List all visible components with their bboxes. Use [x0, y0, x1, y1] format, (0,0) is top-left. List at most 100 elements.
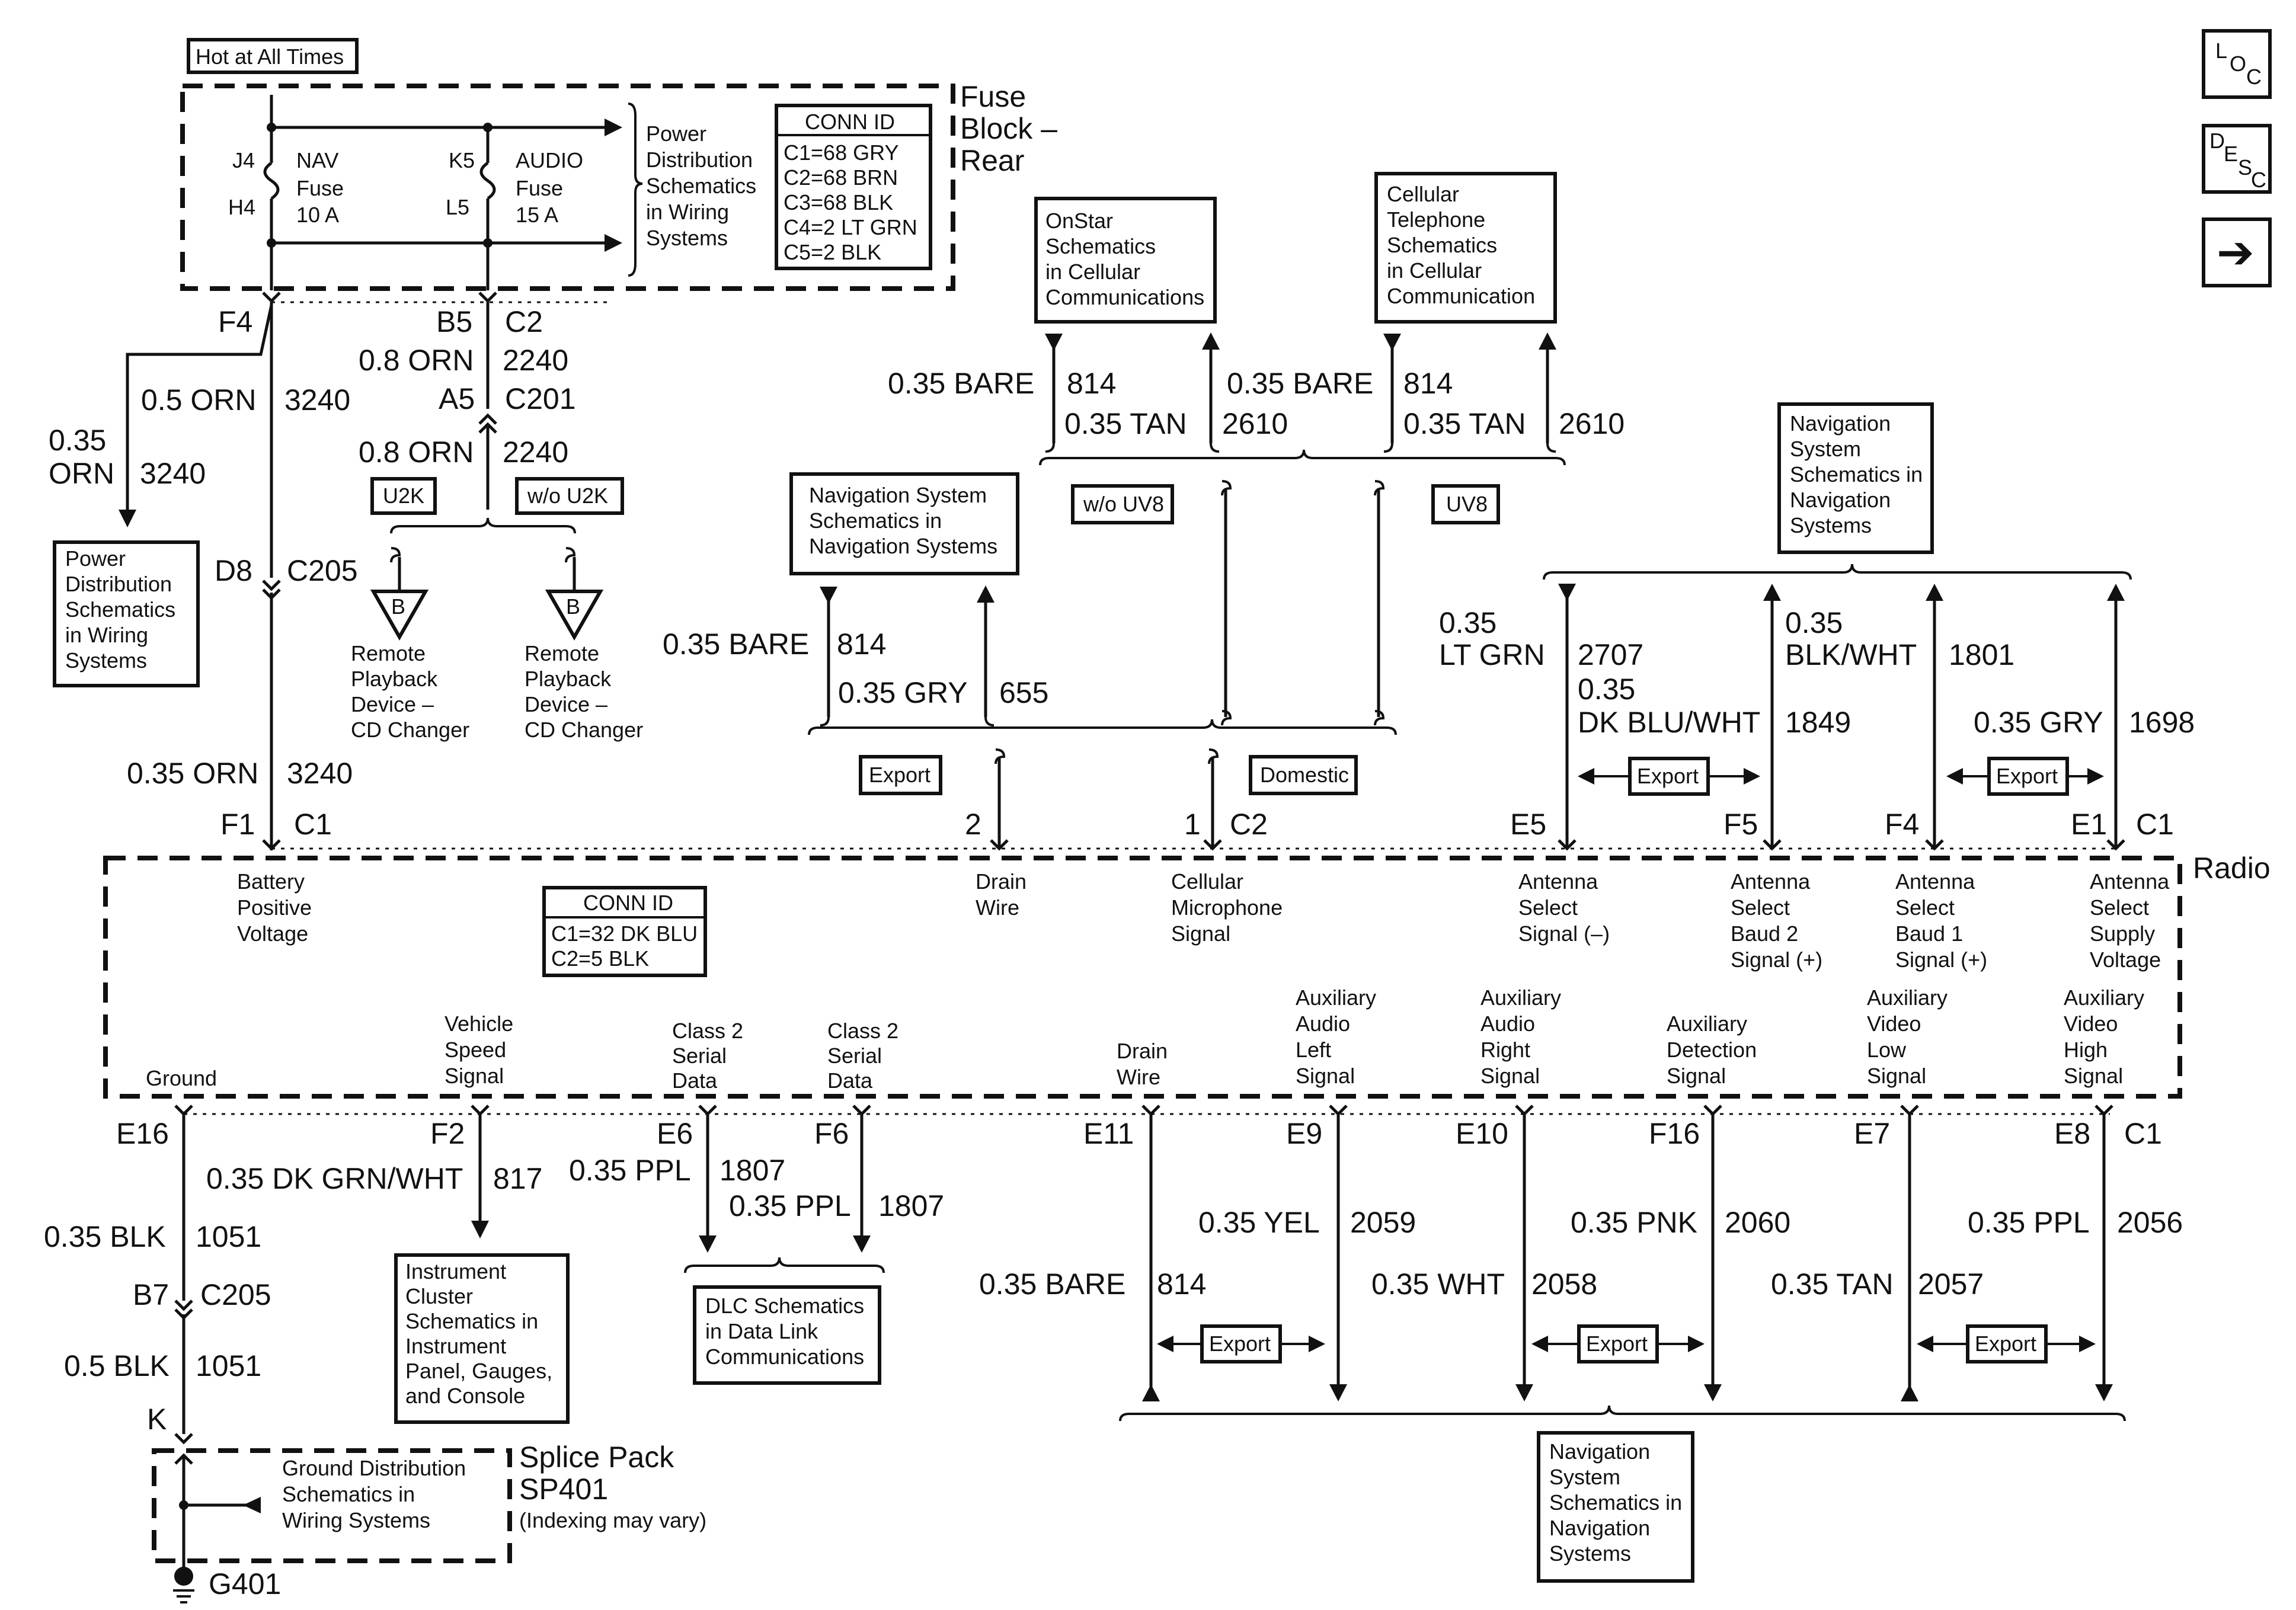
- radio-vss-label: Vehicle Speed Signal: [445, 1012, 513, 1088]
- ground-circuit-1051-a: 1051: [196, 1220, 261, 1253]
- svg-text:in Wiring: in Wiring: [65, 623, 148, 647]
- svg-text:Video: Video: [2064, 1012, 2118, 1036]
- instrument-cluster-ref-box[interactable]: [394, 1253, 570, 1424]
- svg-text:Signal: Signal: [1296, 1064, 1355, 1088]
- uv8-drop-wires: [1221, 480, 1385, 726]
- radio-aux-right-label: Auxiliary Audio Right Signal: [1480, 985, 1561, 1088]
- svg-text:in Data Link: in Data Link: [705, 1319, 818, 1343]
- svg-text:Antenna: Antenna: [1518, 869, 1598, 894]
- loc-button[interactable]: L O C: [2202, 29, 2272, 99]
- export-double-arrow-aux-b: Export: [1531, 1324, 1705, 1363]
- nav-system-right-ref-box[interactable]: [1777, 402, 1934, 554]
- ground-wire-1051: [174, 1105, 193, 1445]
- branch-gauge-2: ORN: [49, 457, 114, 490]
- svg-text:Schematics in: Schematics in: [1790, 462, 1923, 486]
- svg-text:System: System: [1790, 437, 1861, 461]
- cellular-circuit-2610: 2610: [1559, 407, 1625, 440]
- radio-battery-label: Battery Positive Voltage: [237, 869, 312, 946]
- svg-text:Select: Select: [1518, 895, 1578, 920]
- svg-text:Navigation: Navigation: [1549, 1439, 1650, 1464]
- radio-ground-label: Ground: [146, 1066, 217, 1090]
- connector-f4-mark: [262, 292, 281, 303]
- svg-text:Cellular: Cellular: [1171, 869, 1243, 894]
- circuit-1801: 1801: [1949, 638, 2014, 671]
- splice-pack-note: (Indexing may vary): [519, 1508, 706, 1532]
- dlc-ref-box[interactable]: [693, 1285, 881, 1385]
- svg-text:Export: Export: [1996, 764, 2058, 788]
- pin-e7: E7: [1854, 1117, 1890, 1150]
- power-distribution-ref-box[interactable]: [53, 540, 200, 687]
- svg-text:Telephone: Telephone: [1387, 207, 1485, 232]
- nav-system-bottom-ref-box[interactable]: [1537, 1431, 1694, 1583]
- next-page-button[interactable]: ➔: [2202, 217, 2272, 287]
- svg-text:Block –: Block –: [960, 112, 1057, 145]
- svg-text:Export: Export: [1637, 764, 1699, 788]
- svg-text:in Cellular: in Cellular: [1387, 258, 1482, 283]
- radio-class2-b-label: Class 2 Serial Data: [827, 1019, 898, 1093]
- radio-label: Radio: [2193, 852, 2271, 885]
- hot-at-all-times-box: [187, 38, 359, 74]
- svg-text:Auxiliary: Auxiliary: [1480, 985, 1561, 1010]
- pin-f16: F16: [1649, 1117, 1700, 1150]
- svg-text:Class 2: Class 2: [827, 1019, 898, 1043]
- svg-text:C: C: [2246, 65, 2262, 89]
- nav-system-mid-ref-box[interactable]: [789, 472, 1019, 575]
- pin-d8: D8: [215, 554, 252, 587]
- circuit-1849: 1849: [1785, 706, 1851, 739]
- domestic-label: Domestic: [1260, 763, 1349, 787]
- svg-text:Fuse: Fuse: [516, 176, 563, 200]
- splice-pack-bus: [173, 1453, 261, 1603]
- svg-text:Schematics: Schematics: [1387, 233, 1497, 257]
- wire-1807: [684, 1105, 885, 1273]
- svg-text:Video: Video: [1867, 1012, 1921, 1036]
- svg-text:15 A: 15 A: [516, 203, 558, 227]
- wo-u2k-label: w/o U2K: [527, 484, 608, 508]
- pin-e6: E6: [657, 1117, 693, 1150]
- wire-2240-gauge-b: 0.8 ORN: [359, 436, 474, 469]
- pin-e8: E8: [2054, 1117, 2090, 1150]
- svg-text:Low: Low: [1867, 1038, 1907, 1062]
- ground-blk-gauge: 0.35 BLK: [44, 1220, 166, 1253]
- svg-text:Schematics in: Schematics in: [809, 508, 942, 533]
- svg-text:Signal: Signal: [1867, 1064, 1926, 1088]
- yel-gauge: 0.35 YEL: [1198, 1206, 1320, 1239]
- svg-text:Audio: Audio: [1480, 1012, 1535, 1036]
- pin-e11: E11: [1083, 1117, 1134, 1150]
- svg-text:Antenna: Antenna: [1895, 869, 1975, 894]
- onstar-ref-box[interactable]: [1034, 197, 1217, 324]
- cellular-ref-box[interactable]: [1374, 172, 1557, 324]
- svg-text:Audio: Audio: [1296, 1012, 1350, 1036]
- radio-conn-id-box: [542, 886, 707, 977]
- svg-text:Microphone: Microphone: [1171, 895, 1283, 920]
- svg-text:L: L: [2215, 39, 2227, 63]
- bare-gauge-aux: 0.35 BARE: [979, 1267, 1125, 1301]
- wire-817-gauge: 0.35 DK GRN/WHT: [206, 1162, 463, 1195]
- svg-text:Data: Data: [827, 1068, 873, 1093]
- dkblu-gauge-2: DK BLU/WHT: [1578, 706, 1760, 739]
- nav-mid-wires: [820, 585, 994, 726]
- svg-text:Communications: Communications: [705, 1345, 864, 1369]
- svg-text:Export: Export: [1586, 1331, 1648, 1356]
- svg-text:Signal: Signal: [445, 1064, 504, 1088]
- svg-text:Wire: Wire: [1117, 1065, 1160, 1089]
- nav-mid-circuit-814: 814: [837, 628, 886, 661]
- bus-arrow-upper: [605, 119, 622, 136]
- svg-text:Communications: Communications: [1045, 285, 1204, 309]
- fuse-power-distribution-ref: Power Distribution Schematics in Wiring …: [646, 121, 756, 250]
- wo-uv8-label: w/o UV8: [1083, 492, 1164, 516]
- svg-text:E: E: [2224, 142, 2238, 166]
- desc-button[interactable]: D E S C: [2202, 124, 2272, 194]
- svg-text:Drain: Drain: [976, 869, 1027, 894]
- ground-distribution-ref[interactable]: Ground Distribution Schematics in Wiring…: [282, 1456, 466, 1532]
- nav-system-right-ref-text: Navigation System Schematics in Navigati…: [1790, 411, 1923, 537]
- onstar-circuit-814: 814: [1067, 367, 1116, 400]
- svg-text:Signal (+): Signal (+): [1895, 948, 1987, 972]
- onstar-ref-text: OnStar Schematics in Cellular Communicat…: [1045, 209, 1204, 309]
- svg-text:Supply: Supply: [2090, 921, 2155, 946]
- pin-e10: E10: [1456, 1117, 1508, 1150]
- u2k-label: U2K: [383, 484, 424, 508]
- svg-text:Voltage: Voltage: [2090, 948, 2161, 972]
- radio-class2-a-label: Class 2 Serial Data: [672, 1019, 743, 1093]
- export-double-arrow-aux-a: Export: [1157, 1324, 1325, 1363]
